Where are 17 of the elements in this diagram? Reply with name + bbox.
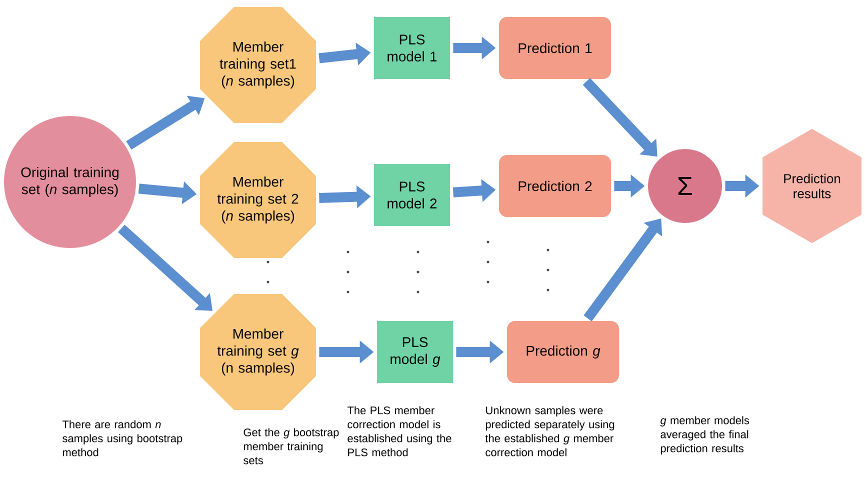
model-box: PLS model 1 — [374, 17, 450, 79]
note-text: The PLS member correction model is established using the PLS method — [347, 406, 452, 456]
circle-node: Original training set (n samples) — [4, 116, 136, 248]
prediction-box: Prediction g — [507, 321, 619, 383]
model-box: PLS model 2 — [374, 164, 450, 226]
note-text: Get the g bootstrap member training sets — [244, 428, 339, 464]
octagon-node: Member training set g (n samples) — [200, 294, 316, 410]
model-box: PLS model g — [377, 321, 453, 383]
prediction-box: Prediction 1 — [499, 17, 611, 79]
prediction-box: Prediction 2 — [499, 155, 611, 217]
arrow — [118, 224, 212, 311]
octagon-node: Member training set1 (n samples) — [200, 7, 316, 123]
note-text: g member models averaged the final prediction results — [660, 416, 750, 454]
note-text: Unknown samples were predicted separately using the established g member correction model — [485, 406, 614, 456]
note-text: There are random n samples using bootstrap method — [62, 420, 182, 456]
result-hexagon: Prediction results — [762, 128, 862, 244]
octagon-node: Member training set 2 (n samples) — [200, 142, 316, 258]
